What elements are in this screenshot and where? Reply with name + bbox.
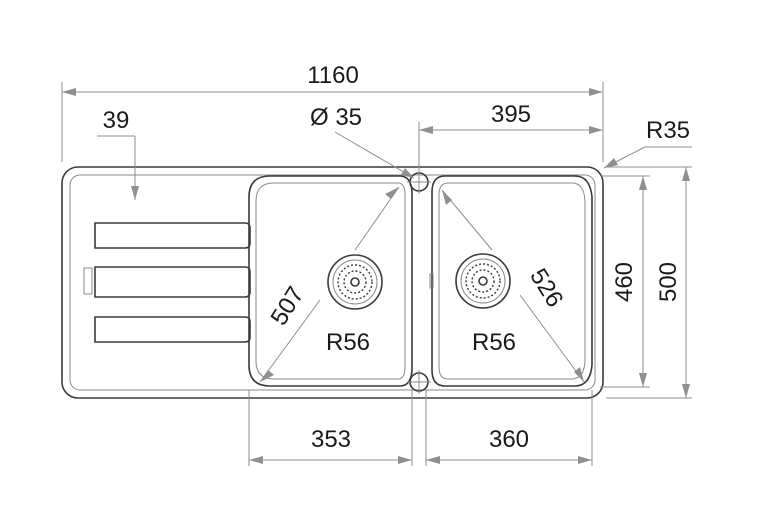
- dim-overall-width-label: 1160: [307, 62, 359, 89]
- dim-small-bowl-radius-label: R56: [472, 329, 516, 356]
- small-bowl-drain: [455, 253, 511, 309]
- dim-corner-radius-label: R35: [646, 117, 690, 144]
- dim-tap-hole-label: Ø 35: [310, 104, 362, 131]
- dim-small-bowl-width: 360: [425, 390, 593, 466]
- dim-overall-depth: 500: [606, 166, 692, 399]
- dim-bowl-depth-label: 460: [611, 262, 638, 302]
- dim-corner-radius: R35: [603, 117, 692, 169]
- drainer-area: [83, 222, 251, 343]
- drainer-rib-bottom: [94, 316, 251, 343]
- overflow-slot: [83, 267, 93, 295]
- tap-hole-top: [407, 170, 431, 194]
- dim-small-bowl-diagonal-label: 526: [524, 264, 568, 312]
- dim-large-bowl-width: 353: [248, 390, 413, 466]
- dim-tap-hole: Ø 35: [310, 104, 415, 179]
- small-bowl-outer: [431, 175, 593, 387]
- dim-small-bowl-offset: 395: [418, 101, 603, 172]
- large-bowl-inner: [255, 182, 406, 380]
- large-bowl-drain: [327, 254, 383, 310]
- sink-inner-rim: [69, 174, 596, 391]
- sink-outer-rim: [61, 166, 604, 399]
- dim-large-bowl-radius-label: R56: [326, 329, 370, 356]
- dim-overall-depth-label: 500: [655, 262, 682, 302]
- dim-large-bowl-width-label: 353: [311, 426, 351, 453]
- dim-drainer-edge: 39: [97, 107, 139, 200]
- small-bowl-inner: [438, 182, 586, 380]
- drainer-rib-middle: [94, 266, 251, 298]
- small-bowl-overflow: [429, 273, 434, 289]
- sink-outline: [61, 166, 604, 399]
- small-bowl: [429, 175, 593, 387]
- dim-small-bowl-offset-label: 395: [491, 101, 531, 128]
- dim-drainer-edge-label: 39: [103, 107, 130, 134]
- dim-overall-width: 1160: [61, 62, 604, 162]
- drainer-rib-top: [94, 222, 251, 249]
- tap-hole-bottom: [407, 370, 431, 394]
- dim-bowl-depth: 460: [600, 175, 650, 388]
- dim-small-bowl-width-label: 360: [489, 426, 529, 453]
